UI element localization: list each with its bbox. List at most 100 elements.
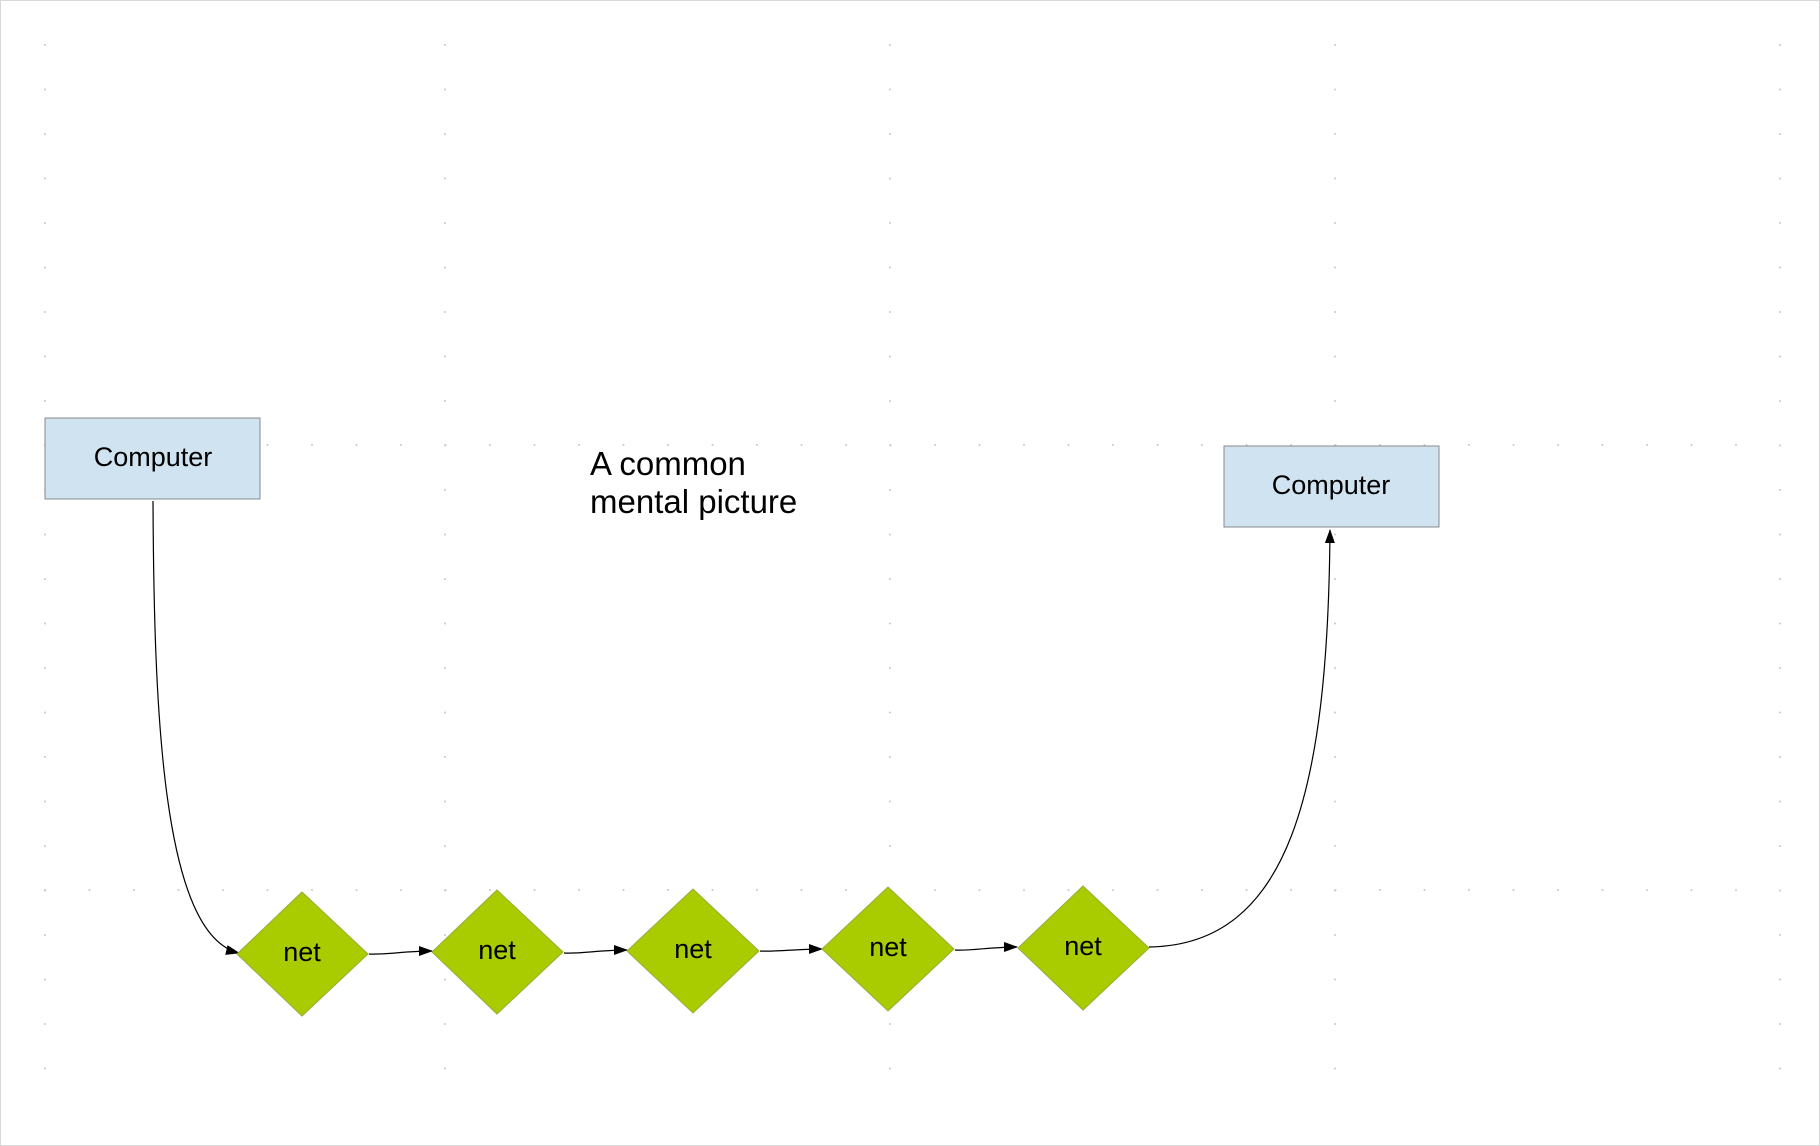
grid-dot (845, 889, 847, 891)
grid-dot (1779, 489, 1781, 491)
grid-dot (1779, 533, 1781, 536)
grid-dot (889, 311, 891, 313)
grid-dot (1334, 934, 1336, 936)
grid-dot (355, 889, 358, 891)
grid-dot (1201, 889, 1203, 891)
grid-dot (1779, 177, 1781, 180)
grid-dot (177, 889, 180, 891)
net-label-3: net (674, 934, 712, 964)
grid-dot (1334, 622, 1336, 625)
grid-dot (355, 444, 358, 446)
grid-dot (44, 578, 46, 580)
connector-net-3-to-net-4 (759, 944, 823, 955)
grid-dot (88, 889, 91, 891)
grid-dot (1201, 444, 1203, 446)
grid-dot (889, 489, 891, 491)
grid-dot (978, 889, 981, 891)
net-node[interactable]: net (626, 888, 760, 1014)
grid-dot (311, 444, 313, 446)
grid-dot (1779, 800, 1781, 803)
grid-dot (1334, 311, 1336, 313)
grid-dot (444, 889, 446, 892)
grid-dot (1334, 578, 1336, 580)
grid-dot (889, 800, 891, 803)
grid-dot (444, 533, 446, 536)
net-node[interactable]: net (431, 889, 564, 1015)
grid-dot (1779, 400, 1781, 402)
grid-dot (1379, 889, 1381, 891)
grid-dot (311, 889, 313, 891)
grid-dot (1779, 1067, 1781, 1070)
grid-dot (934, 889, 936, 891)
caption-line-1: A common (590, 445, 746, 482)
grid-dot (133, 889, 135, 891)
net-node[interactable]: net (236, 891, 369, 1017)
net-label-4: net (869, 932, 907, 962)
net-label-1: net (283, 937, 321, 967)
grid-dot (1334, 44, 1336, 46)
grid-dot (44, 978, 46, 981)
grid-dot (44, 133, 46, 135)
computer-node-left[interactable]: Computer (44, 417, 261, 500)
grid-dot (1601, 889, 1604, 891)
grid-dot (1779, 44, 1781, 46)
grid-dot (1646, 889, 1648, 891)
grid-dot (934, 444, 936, 446)
net-label-5: net (1064, 931, 1102, 961)
grid-dot (44, 889, 46, 892)
net-node[interactable]: net (821, 886, 955, 1012)
connector-net-1-to-net-2 (368, 946, 433, 957)
grid-dot (1779, 1023, 1781, 1025)
grid-dot (1334, 88, 1336, 91)
grid-dot (889, 845, 891, 847)
grid-dot (1557, 889, 1559, 891)
connectors (152, 500, 1335, 957)
computer-label-right: Computer (1272, 470, 1391, 500)
grid-dot (1646, 444, 1648, 446)
grid-dot (578, 889, 580, 891)
grid-dot (44, 1023, 46, 1025)
grid-dot (1334, 889, 1336, 892)
grid-dot (1779, 133, 1781, 135)
grid-dot (1334, 133, 1336, 135)
grid-dot (444, 667, 446, 669)
grid-dot (266, 444, 269, 446)
grid-dot (889, 1067, 891, 1070)
caption-line-2: mental picture (590, 483, 797, 520)
grid-dot (266, 889, 269, 891)
grid-dot (44, 177, 46, 180)
grid-dot (1334, 800, 1336, 803)
grid-dot (222, 889, 224, 891)
net-node[interactable]: net (1017, 885, 1150, 1011)
grid-dot (711, 889, 714, 891)
grid-dot (1067, 444, 1070, 446)
grid-dot (1779, 222, 1781, 224)
computer-node-right[interactable]: Computer (1223, 445, 1440, 528)
grid-dot (44, 845, 46, 847)
connector-computer-to-net-1 (152, 500, 240, 955)
grid-dot (1112, 444, 1114, 446)
grid-dot (978, 444, 981, 446)
grid-dot (1156, 889, 1159, 891)
net-diamond-1 (236, 891, 369, 1017)
grid-dot (1334, 266, 1336, 269)
grid-dot (1334, 845, 1336, 847)
grid-dot (44, 222, 46, 224)
grid-dot (444, 133, 446, 135)
grid-dot (1023, 444, 1025, 446)
grid-dot (1468, 889, 1470, 891)
grid-dot (1601, 444, 1604, 446)
grid-dot (889, 177, 891, 180)
computer-box-left (44, 417, 261, 500)
grid-dot (845, 444, 847, 446)
grid-dot (44, 266, 46, 269)
grid-dot (889, 533, 891, 536)
grid-dot (444, 177, 446, 180)
grid-dot (1512, 444, 1515, 446)
grid-dot (1779, 889, 1781, 892)
grid-dot (1334, 222, 1336, 224)
grid-dot (1334, 1067, 1336, 1070)
grid-dot (1334, 1023, 1336, 1025)
grid-dot (1735, 889, 1737, 891)
